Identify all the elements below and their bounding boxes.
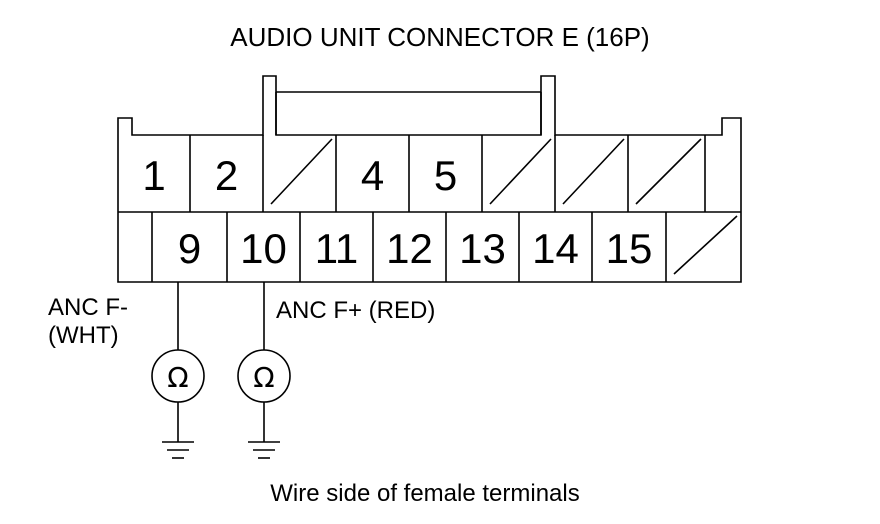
cavity-pin-14: 14 <box>518 212 579 282</box>
top-row: 1 2 4 5 <box>142 135 706 212</box>
cavity-blank <box>481 135 552 212</box>
cavity-pin-4: 4 <box>335 135 384 212</box>
pin-number: 15 <box>606 225 653 272</box>
pin-number: 2 <box>215 152 238 199</box>
pin-number: 1 <box>142 152 165 199</box>
ohm-symbol-icon: Ω <box>167 361 188 394</box>
cavity-blank <box>665 212 738 282</box>
cavity-pin-2: 2 <box>189 135 238 212</box>
pin-number: 13 <box>459 225 506 272</box>
wire-label-anc-f-plus: ANC F+ (RED) <box>276 297 436 324</box>
ground-icon-1 <box>162 441 194 459</box>
connector-latch <box>275 91 542 135</box>
blank-slash <box>489 138 552 205</box>
bottom-row: 9 10 11 12 13 14 15 <box>151 212 738 282</box>
pin-number: 4 <box>361 152 384 199</box>
cavity-pin-10: 10 <box>226 212 287 282</box>
cavity-pin-11: 11 <box>299 212 359 282</box>
cavity-pin-1: 1 <box>142 152 165 199</box>
cavity-blank <box>554 135 625 212</box>
wire-label-anc-f-minus: ANC F- (WHT) <box>48 294 128 349</box>
cavity-blank <box>627 135 702 212</box>
cavity-pin-12: 12 <box>372 212 433 282</box>
cavity-pin-15: 15 <box>591 212 653 282</box>
blank-slash <box>270 138 333 205</box>
cavity-pin-13: 13 <box>445 212 506 282</box>
pin-number: 5 <box>434 152 457 199</box>
pin-number: 10 <box>240 225 287 272</box>
blank-slash <box>635 138 702 205</box>
cavity-pin-9: 9 <box>151 212 201 282</box>
blank-slash <box>673 215 738 275</box>
blank-slash <box>562 138 625 205</box>
diagram-caption: Wire side of female terminals <box>270 480 580 507</box>
pin-number: 14 <box>532 225 579 272</box>
ground-icon-2 <box>248 441 280 459</box>
cavity-blank <box>262 135 333 212</box>
ohm-symbol-icon: Ω <box>253 361 274 394</box>
diagram-title: AUDIO UNIT CONNECTOR E (16P) <box>230 22 650 52</box>
cavity-pin-5: 5 <box>408 135 457 212</box>
pin-number: 11 <box>315 225 359 272</box>
pin-number: 9 <box>178 225 201 272</box>
pin-number: 12 <box>386 225 433 272</box>
